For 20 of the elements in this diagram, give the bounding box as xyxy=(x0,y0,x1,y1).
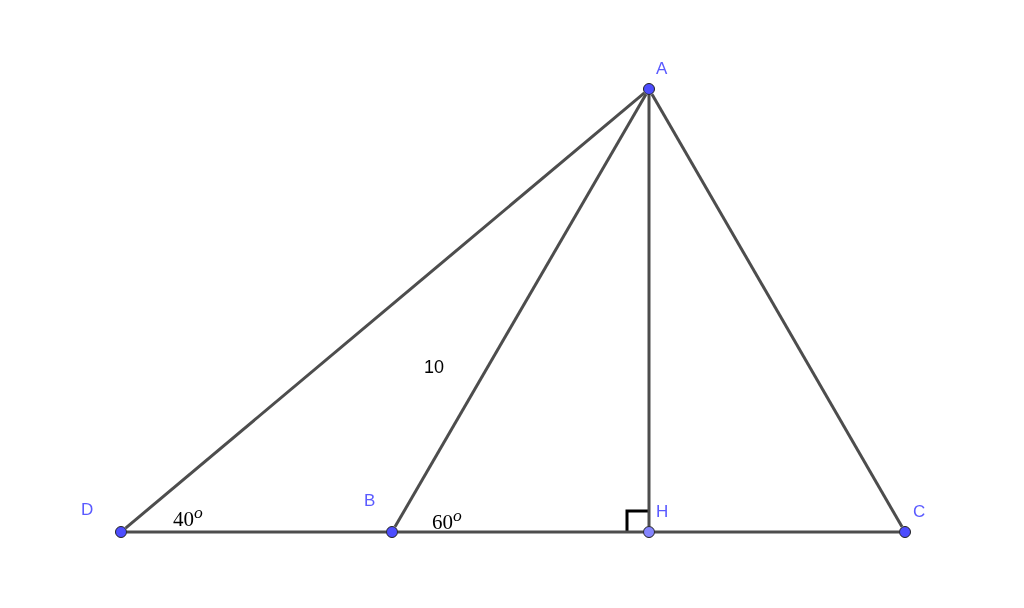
point-marker xyxy=(115,526,127,538)
point-marker xyxy=(643,83,655,95)
point-label: C xyxy=(913,503,926,520)
line-segment xyxy=(124,91,646,530)
angle-label: 40$^{o}$ xyxy=(173,502,203,532)
point-label: B xyxy=(364,492,376,509)
point-label: A xyxy=(656,60,668,77)
point-marker xyxy=(643,526,655,538)
line-segment xyxy=(127,530,386,534)
point-label: D xyxy=(81,501,94,518)
line-segment xyxy=(647,95,651,526)
line-segment xyxy=(398,530,643,534)
point-marker xyxy=(899,526,911,538)
line-segment xyxy=(650,93,904,528)
line-segment xyxy=(393,93,648,528)
angle-label: 60$^{o}$ xyxy=(432,505,462,535)
point-label: H xyxy=(656,503,669,520)
length-label: 10 xyxy=(424,357,445,378)
point-marker xyxy=(386,526,398,538)
line-segment xyxy=(655,530,899,534)
